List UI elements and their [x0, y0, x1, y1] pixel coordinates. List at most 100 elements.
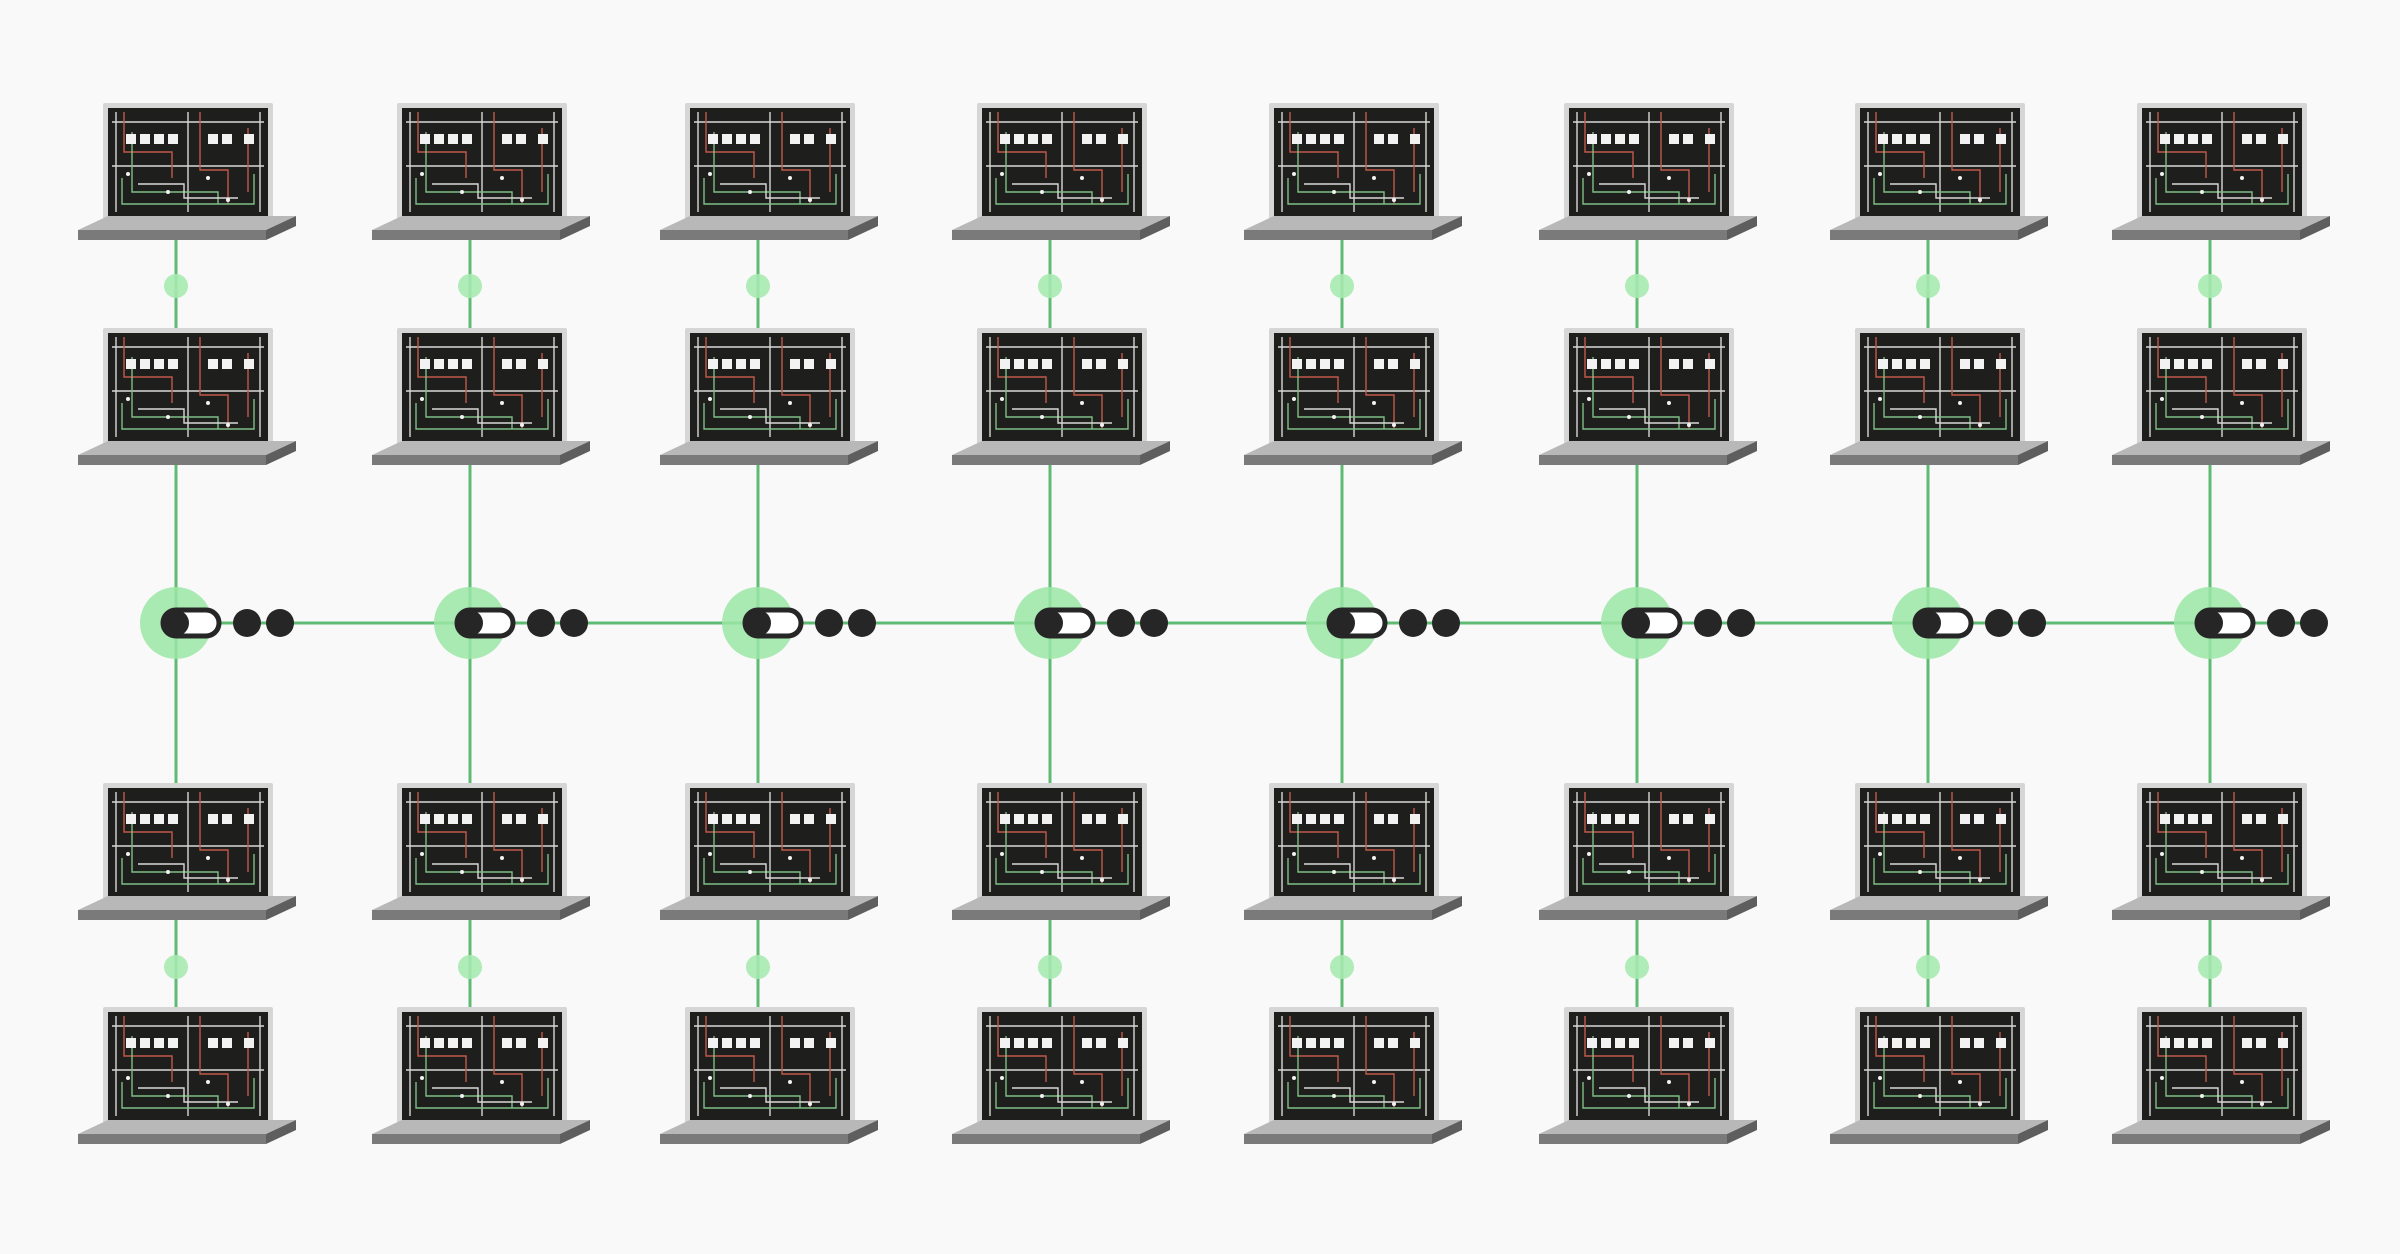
schematic-component — [1000, 134, 1010, 144]
hop-dot — [1038, 274, 1062, 298]
schematic-wire — [2172, 183, 2272, 199]
schematic-node — [1878, 1076, 1882, 1080]
schematic-wire — [1365, 337, 1395, 429]
schematic-component — [1096, 134, 1106, 144]
schematic-wire — [1073, 112, 1103, 204]
schematic-component — [1960, 1038, 1970, 1048]
laptop-icon — [1830, 103, 2048, 240]
schematic-component — [462, 1038, 472, 1048]
schematic-wire — [705, 112, 755, 178]
schematic-component — [1388, 814, 1398, 824]
schematic — [1864, 792, 2016, 892]
schematic-node — [808, 423, 812, 427]
schematic-node — [748, 190, 752, 194]
schematic-component — [462, 134, 472, 144]
laptop-deck-front — [952, 455, 1140, 465]
schematic-component — [1920, 134, 1930, 144]
laptop-icon — [1539, 103, 1757, 240]
laptop-deck-side — [266, 441, 296, 465]
schematic-node — [1918, 1094, 1922, 1098]
schematic-component — [1374, 814, 1384, 824]
schematic-wire — [1890, 408, 1990, 424]
schematic-node — [520, 198, 524, 202]
schematic — [112, 792, 264, 892]
laptop-deck-side — [266, 896, 296, 920]
schematic-component — [1410, 359, 1420, 369]
schematic-node — [1627, 190, 1631, 194]
schematic-wire — [1584, 112, 1634, 178]
schematic-node — [1958, 856, 1962, 860]
schematic-wire — [493, 337, 523, 429]
schematic-wire — [123, 337, 173, 403]
schematic-component — [140, 359, 150, 369]
schematic-wire — [1875, 112, 1925, 178]
laptop-deck-front — [1830, 455, 2018, 465]
laptop-deck-front — [1539, 455, 1727, 465]
schematic-node — [126, 1076, 130, 1080]
schematic-wire — [2172, 863, 2272, 879]
schematic-component — [2278, 359, 2288, 369]
schematic-component — [804, 359, 814, 369]
laptop-deck — [1539, 216, 1757, 230]
laptop-icon — [1244, 783, 1462, 920]
ellipsis-icon — [2267, 609, 2328, 637]
laptop-deck-front — [78, 1134, 266, 1144]
schematic-component — [244, 134, 254, 144]
laptop-icon — [660, 103, 878, 240]
schematic-node — [748, 1094, 752, 1098]
hop-dot — [746, 955, 770, 979]
laptop-icon — [1830, 1007, 2048, 1144]
schematic-wire — [2157, 337, 2207, 403]
schematic-component — [208, 814, 218, 824]
schematic-component — [2256, 359, 2266, 369]
schematic-component — [538, 1038, 548, 1048]
schematic — [694, 792, 846, 892]
laptop-deck — [1244, 1120, 1462, 1134]
schematic-component — [1705, 134, 1715, 144]
schematic-component — [1960, 359, 1970, 369]
laptop-deck-side — [266, 1120, 296, 1144]
schematic-component — [1906, 359, 1916, 369]
schematic-wire — [199, 792, 229, 884]
schematic-wire — [781, 1016, 811, 1108]
schematic-wire — [138, 408, 238, 424]
schematic-wire — [138, 863, 238, 879]
schematic-component — [434, 134, 444, 144]
laptop-deck-side — [1432, 896, 1462, 920]
laptop-deck-side — [2018, 216, 2048, 240]
schematic-component — [708, 814, 718, 824]
schematic-component — [516, 359, 526, 369]
schematic-wire — [705, 1016, 755, 1082]
laptop-deck-side — [2018, 1120, 2048, 1144]
schematic-wire — [138, 183, 238, 199]
laptop-deck — [372, 896, 590, 910]
schematic-component — [826, 814, 836, 824]
schematic-component — [140, 814, 150, 824]
schematic-node — [708, 852, 712, 856]
laptop-icon — [1244, 103, 1462, 240]
schematic — [406, 112, 558, 212]
schematic-wire — [2155, 399, 2289, 430]
laptop-deck-side — [1140, 896, 1170, 920]
schematic-wire — [703, 1078, 837, 1109]
schematic-node — [206, 1080, 210, 1084]
laptop-deck-front — [1830, 910, 2018, 920]
schematic-component — [502, 1038, 512, 1048]
schematic-component — [1334, 1038, 1344, 1048]
laptop-deck — [78, 441, 296, 455]
schematic-node — [1667, 856, 1671, 860]
schematic-node — [1958, 401, 1962, 405]
schematic-wire — [1304, 863, 1404, 879]
laptop-deck-front — [372, 1134, 560, 1144]
schematic-component — [1601, 134, 1611, 144]
schematic-component — [222, 1038, 232, 1048]
laptop-icon — [1830, 783, 2048, 920]
laptop-deck-front — [1244, 910, 1432, 920]
laptop-deck-front — [2112, 455, 2300, 465]
schematic-node — [1080, 176, 1084, 180]
laptop-deck — [2112, 216, 2330, 230]
hop-dot — [164, 274, 188, 298]
schematic-component — [1629, 134, 1639, 144]
laptop-icon — [2112, 328, 2330, 465]
schematic-wire — [1873, 174, 2007, 205]
